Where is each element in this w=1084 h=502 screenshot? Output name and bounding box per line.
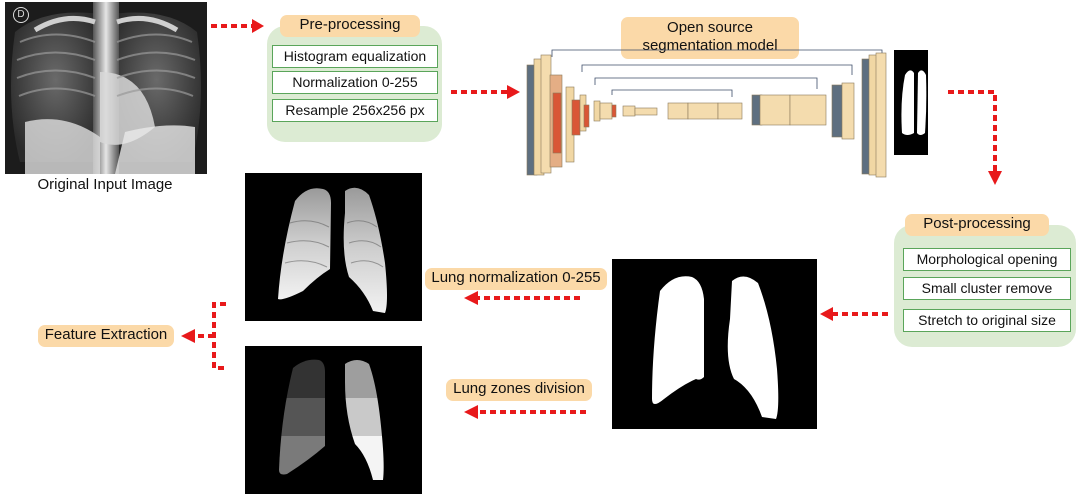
original-xray-image: D	[5, 2, 207, 174]
arrow-model-to-postprocessing	[948, 90, 997, 172]
postprocessing-step-opening: Morphological opening	[903, 248, 1071, 271]
binary-lung-mask-image	[612, 259, 817, 429]
unet-encoder-blocks	[526, 54, 658, 176]
original-image-caption: Original Input Image	[37, 176, 173, 193]
lung-normalization-label: Lung normalization 0-255	[425, 268, 607, 290]
segmentation-model-line1: Open source	[667, 19, 753, 36]
lung-zones-image	[245, 346, 422, 494]
feature-extraction-bracket	[212, 302, 226, 370]
postprocessing-title: Post-processing	[905, 214, 1049, 236]
unet-decoder-blocks	[667, 52, 887, 178]
normalized-lungs-image	[245, 173, 422, 321]
preprocessing-title: Pre-processing	[280, 15, 420, 37]
postprocessing-step-stretch: Stretch to original size	[903, 309, 1071, 332]
preprocessing-step-histogram: Histogram equalization	[272, 45, 438, 68]
lung-zones-label: Lung zones division	[446, 379, 592, 401]
xray-marker: D	[13, 7, 29, 23]
feature-extraction-label: Feature Extraction	[38, 325, 174, 347]
preprocessing-step-normalization: Normalization 0-255	[272, 71, 438, 94]
unet-output-mask	[894, 50, 928, 155]
unet-architecture-diagram	[526, 49, 928, 178]
postprocessing-step-cluster: Small cluster remove	[903, 277, 1071, 300]
preprocessing-step-resample: Resample 256x256 px	[272, 99, 438, 122]
